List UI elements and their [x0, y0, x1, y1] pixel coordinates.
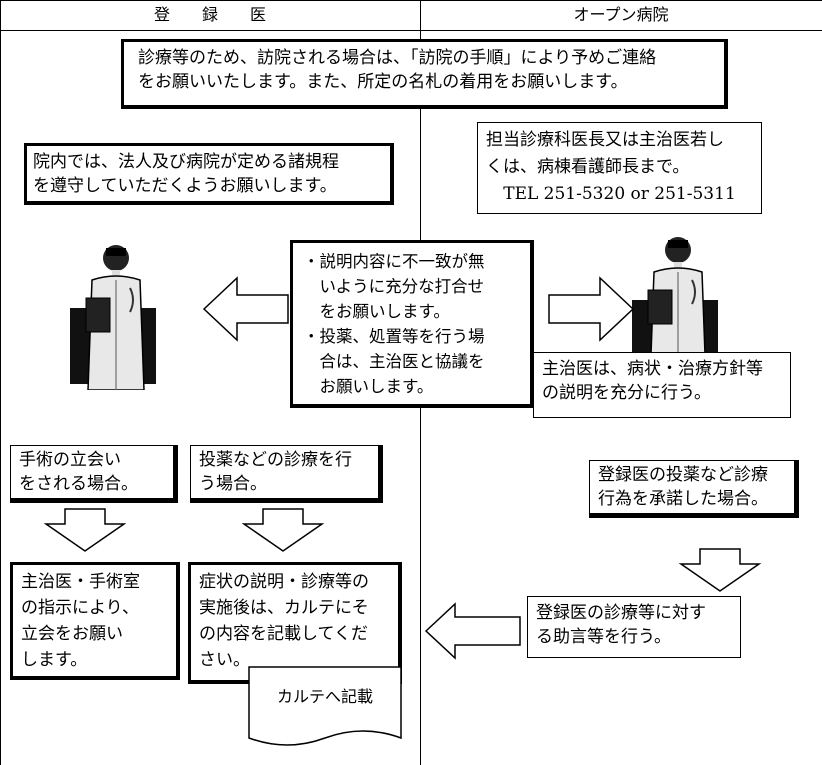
notice-line: をお願いいたします。また、所定の名札の着用をお願いします。 — [138, 72, 628, 92]
instruction-line: の指示により、 — [21, 598, 139, 618]
consult-line: ・投薬、処置等を行う場 — [303, 327, 485, 346]
instruction-line: します。 — [21, 650, 88, 670]
surgery-line: をされる場合。 — [19, 474, 138, 494]
medical-record-document-icon — [248, 666, 402, 746]
medication-line: 投薬などの診療を行 — [199, 450, 352, 470]
record-line: 実施後は、カルテにそ — [199, 598, 369, 618]
advice-line: 登録医の診療等に対す — [536, 603, 706, 623]
rules-line: を遵守していただくようお願いします。 — [33, 176, 337, 196]
explain-line: 主治医は、病状・治療方針等 — [542, 359, 763, 379]
surgery-instruction-box: 主治医・手術室 の指示により、 立会をお願い します。 — [10, 562, 180, 680]
down-arrow-icon — [678, 548, 762, 592]
rules-compliance-box: 院内では、法人及び病院が定める諸規程 を遵守していただくようお願いします。 — [24, 143, 394, 205]
down-arrow-icon — [43, 508, 127, 552]
record-line: さい。 — [199, 650, 250, 670]
contact-line: 担当診療科医長又は主治医若し — [486, 130, 724, 150]
header-left-rule — [0, 0, 822, 1]
advice-line: る助言等を行う。 — [536, 627, 671, 647]
registered-doctor-header: 登 録 医 — [153, 5, 266, 24]
consult-line: ・説明内容に不一致が無 — [303, 252, 485, 271]
attending-explanation-box: 主治医は、病状・治療方針等 の説明を充分に行う。 — [533, 352, 791, 418]
consult-line: いように充分な打合せ — [303, 277, 485, 296]
instruction-line: 立会をお願い — [21, 624, 123, 644]
advice-box: 登録医の診療等に対す る助言等を行う。 — [527, 596, 741, 658]
contact-phone: TEL 251-5320 or 251-5311 — [503, 184, 736, 204]
medication-line: う場合。 — [199, 474, 267, 494]
surgery-attendance-box: 手術の立会い をされる場合。 — [10, 445, 178, 503]
approval-box: 登録医の投薬など診療 行為を承諾した場合。 — [589, 460, 799, 518]
open-hospital-header: オープン病院 — [573, 5, 669, 24]
visit-notice-box: 診療等のため、訪院される場合は、「訪院の手順」により予めご連絡 をお願いいたしま… — [121, 39, 728, 109]
record-line: 症状の説明・診療等の — [199, 572, 369, 592]
rules-line: 院内では、法人及び病院が定める諸規程 — [33, 152, 339, 172]
consultation-box: ・説明内容に不一致が無 いように充分な打合せ をお願いします。 ・投薬、処置等を… — [290, 240, 534, 408]
left-border — [0, 0, 1, 765]
chart-note-label: カルテへ記載 — [276, 687, 373, 706]
consult-line: をお願いします。 — [303, 302, 450, 321]
surgery-line: 手術の立会い — [19, 450, 121, 470]
left-doctor-icon — [70, 245, 156, 390]
instruction-line: 主治医・手術室 — [21, 572, 140, 592]
approval-line: 行為を承諾した場合。 — [598, 489, 768, 509]
left-arrow-icon — [424, 602, 521, 660]
explain-line: の説明を充分に行う。 — [542, 383, 711, 403]
left-arrow-icon — [202, 276, 289, 342]
consult-line: お願いします。 — [303, 377, 434, 396]
right-arrow-icon — [548, 276, 635, 342]
approval-line: 登録医の投薬など診療 — [598, 465, 768, 485]
medication-box: 投薬などの診療を行 う場合。 — [190, 445, 383, 503]
down-arrow-icon — [241, 508, 325, 552]
notice-line: 診療等のため、訪院される場合は、「訪院の手順」により予めご連絡 — [138, 48, 657, 68]
header-bottom-rule — [0, 30, 822, 31]
contact-line: くは、病棟看護師長まで。 — [486, 157, 690, 177]
consult-line: 合は、主治医と協議を — [303, 352, 485, 371]
record-line: の内容を記載してくだ — [199, 624, 368, 644]
record-instruction-box: 症状の説明・診療等の 実施後は、カルテにそ の内容を記載してくだ さい。 — [188, 562, 402, 684]
contact-box: 担当診療科医長又は主治医若し くは、病棟看護師長まで。 TEL 251-5320… — [477, 122, 762, 214]
